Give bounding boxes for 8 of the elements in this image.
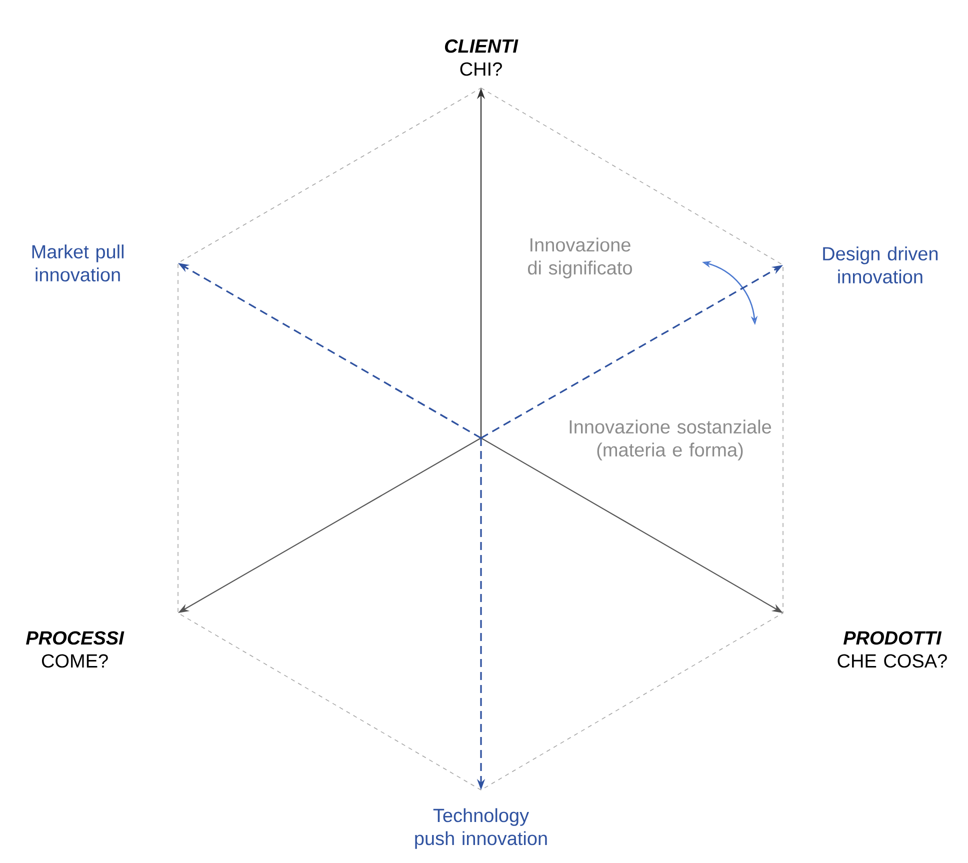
axis-label: PROCESSI COME?: [26, 631, 124, 668]
axis-label: PRODOTTI CHE COSA?: [838, 631, 947, 668]
region-label: Innovazione sostanziale (materia e forma): [570, 420, 772, 460]
region-label: Innovazione di significato: [528, 238, 632, 278]
strategy-label: Technology push innovation: [415, 808, 547, 849]
axis-label: CLIENTI CHI?: [445, 39, 518, 76]
strategy-label: Design driven innovation: [823, 246, 938, 284]
strategy-label: Market pull innovation: [32, 244, 124, 282]
